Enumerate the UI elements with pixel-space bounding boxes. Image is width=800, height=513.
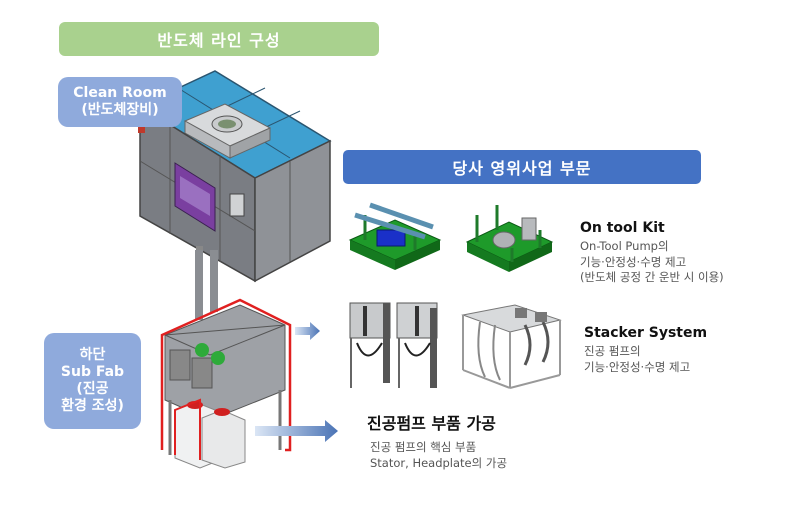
arrow-to-parts-icon xyxy=(255,420,338,442)
stacker-system-image-2 xyxy=(461,304,562,389)
stacker-system-desc-line-1: 진공 펌프의 xyxy=(584,344,641,358)
business-division-title: 당사 영위사업 부문 xyxy=(452,159,592,178)
on-tool-kit-desc-line-3: (반도체 공정 간 운반 시 이용) xyxy=(580,270,724,285)
on-tool-kit-title: On tool Kit xyxy=(580,220,665,236)
stacker-system-desc-line-2: 기능·안정성·수명 제고 xyxy=(584,359,691,374)
vacuum-pump-parts-desc-line-2: Stator, Headplate의 가공 xyxy=(370,455,508,470)
on-tool-kit-image-2 xyxy=(465,205,554,272)
vacuum-pump-parts-desc-line-1: 진공 펌프의 핵심 부품 xyxy=(370,440,477,454)
sub-fab-label: 하단 Sub Fab (진공 환경 조성) xyxy=(44,333,141,429)
stacker-system-image-1 xyxy=(349,302,438,388)
clean-room-label-line-1: Clean Room xyxy=(73,85,167,102)
clean-room-label-line-2: (반도체장비) xyxy=(81,102,159,118)
stacker-system-description: 진공 펌프의 기능·안정성·수명 제고 xyxy=(584,344,690,375)
clean-room-label: Clean Room (반도체장비) xyxy=(58,77,182,127)
on-tool-kit-desc-line-2: 기능·안정성·수명 제고 xyxy=(580,254,687,269)
on-tool-kit-image-1 xyxy=(348,202,442,270)
clean-room-equipment-image xyxy=(138,70,332,286)
sub-fab-label-line-3: (진공 xyxy=(76,381,109,397)
sub-fab-equipment-image xyxy=(160,250,338,469)
line-composition-title: 반도체 라인 구성 xyxy=(157,31,281,50)
vacuum-pump-parts-description: 진공 펌프의 핵심 부품 Stator, Headplate의 가공 xyxy=(370,440,507,471)
sub-fab-label-line-2: Sub Fab xyxy=(60,364,125,381)
on-tool-kit-desc-line-1: On-Tool Pump의 xyxy=(580,239,669,253)
vacuum-pump-parts-title: 진공펌프 부품 가공 xyxy=(367,414,496,433)
stacker-system-title: Stacker System xyxy=(584,325,708,341)
line-composition-banner: 반도체 라인 구성 xyxy=(59,22,379,56)
business-division-banner: 당사 영위사업 부문 xyxy=(343,150,701,184)
on-tool-kit-description: On-Tool Pump의 기능·안정성·수명 제고 (반도체 공정 간 운반 … xyxy=(580,239,724,286)
sub-fab-label-line-4: 환경 조성) xyxy=(61,397,124,414)
arrow-to-stacker-icon xyxy=(295,322,320,340)
sub-fab-label-line-1: 하단 xyxy=(79,347,106,364)
